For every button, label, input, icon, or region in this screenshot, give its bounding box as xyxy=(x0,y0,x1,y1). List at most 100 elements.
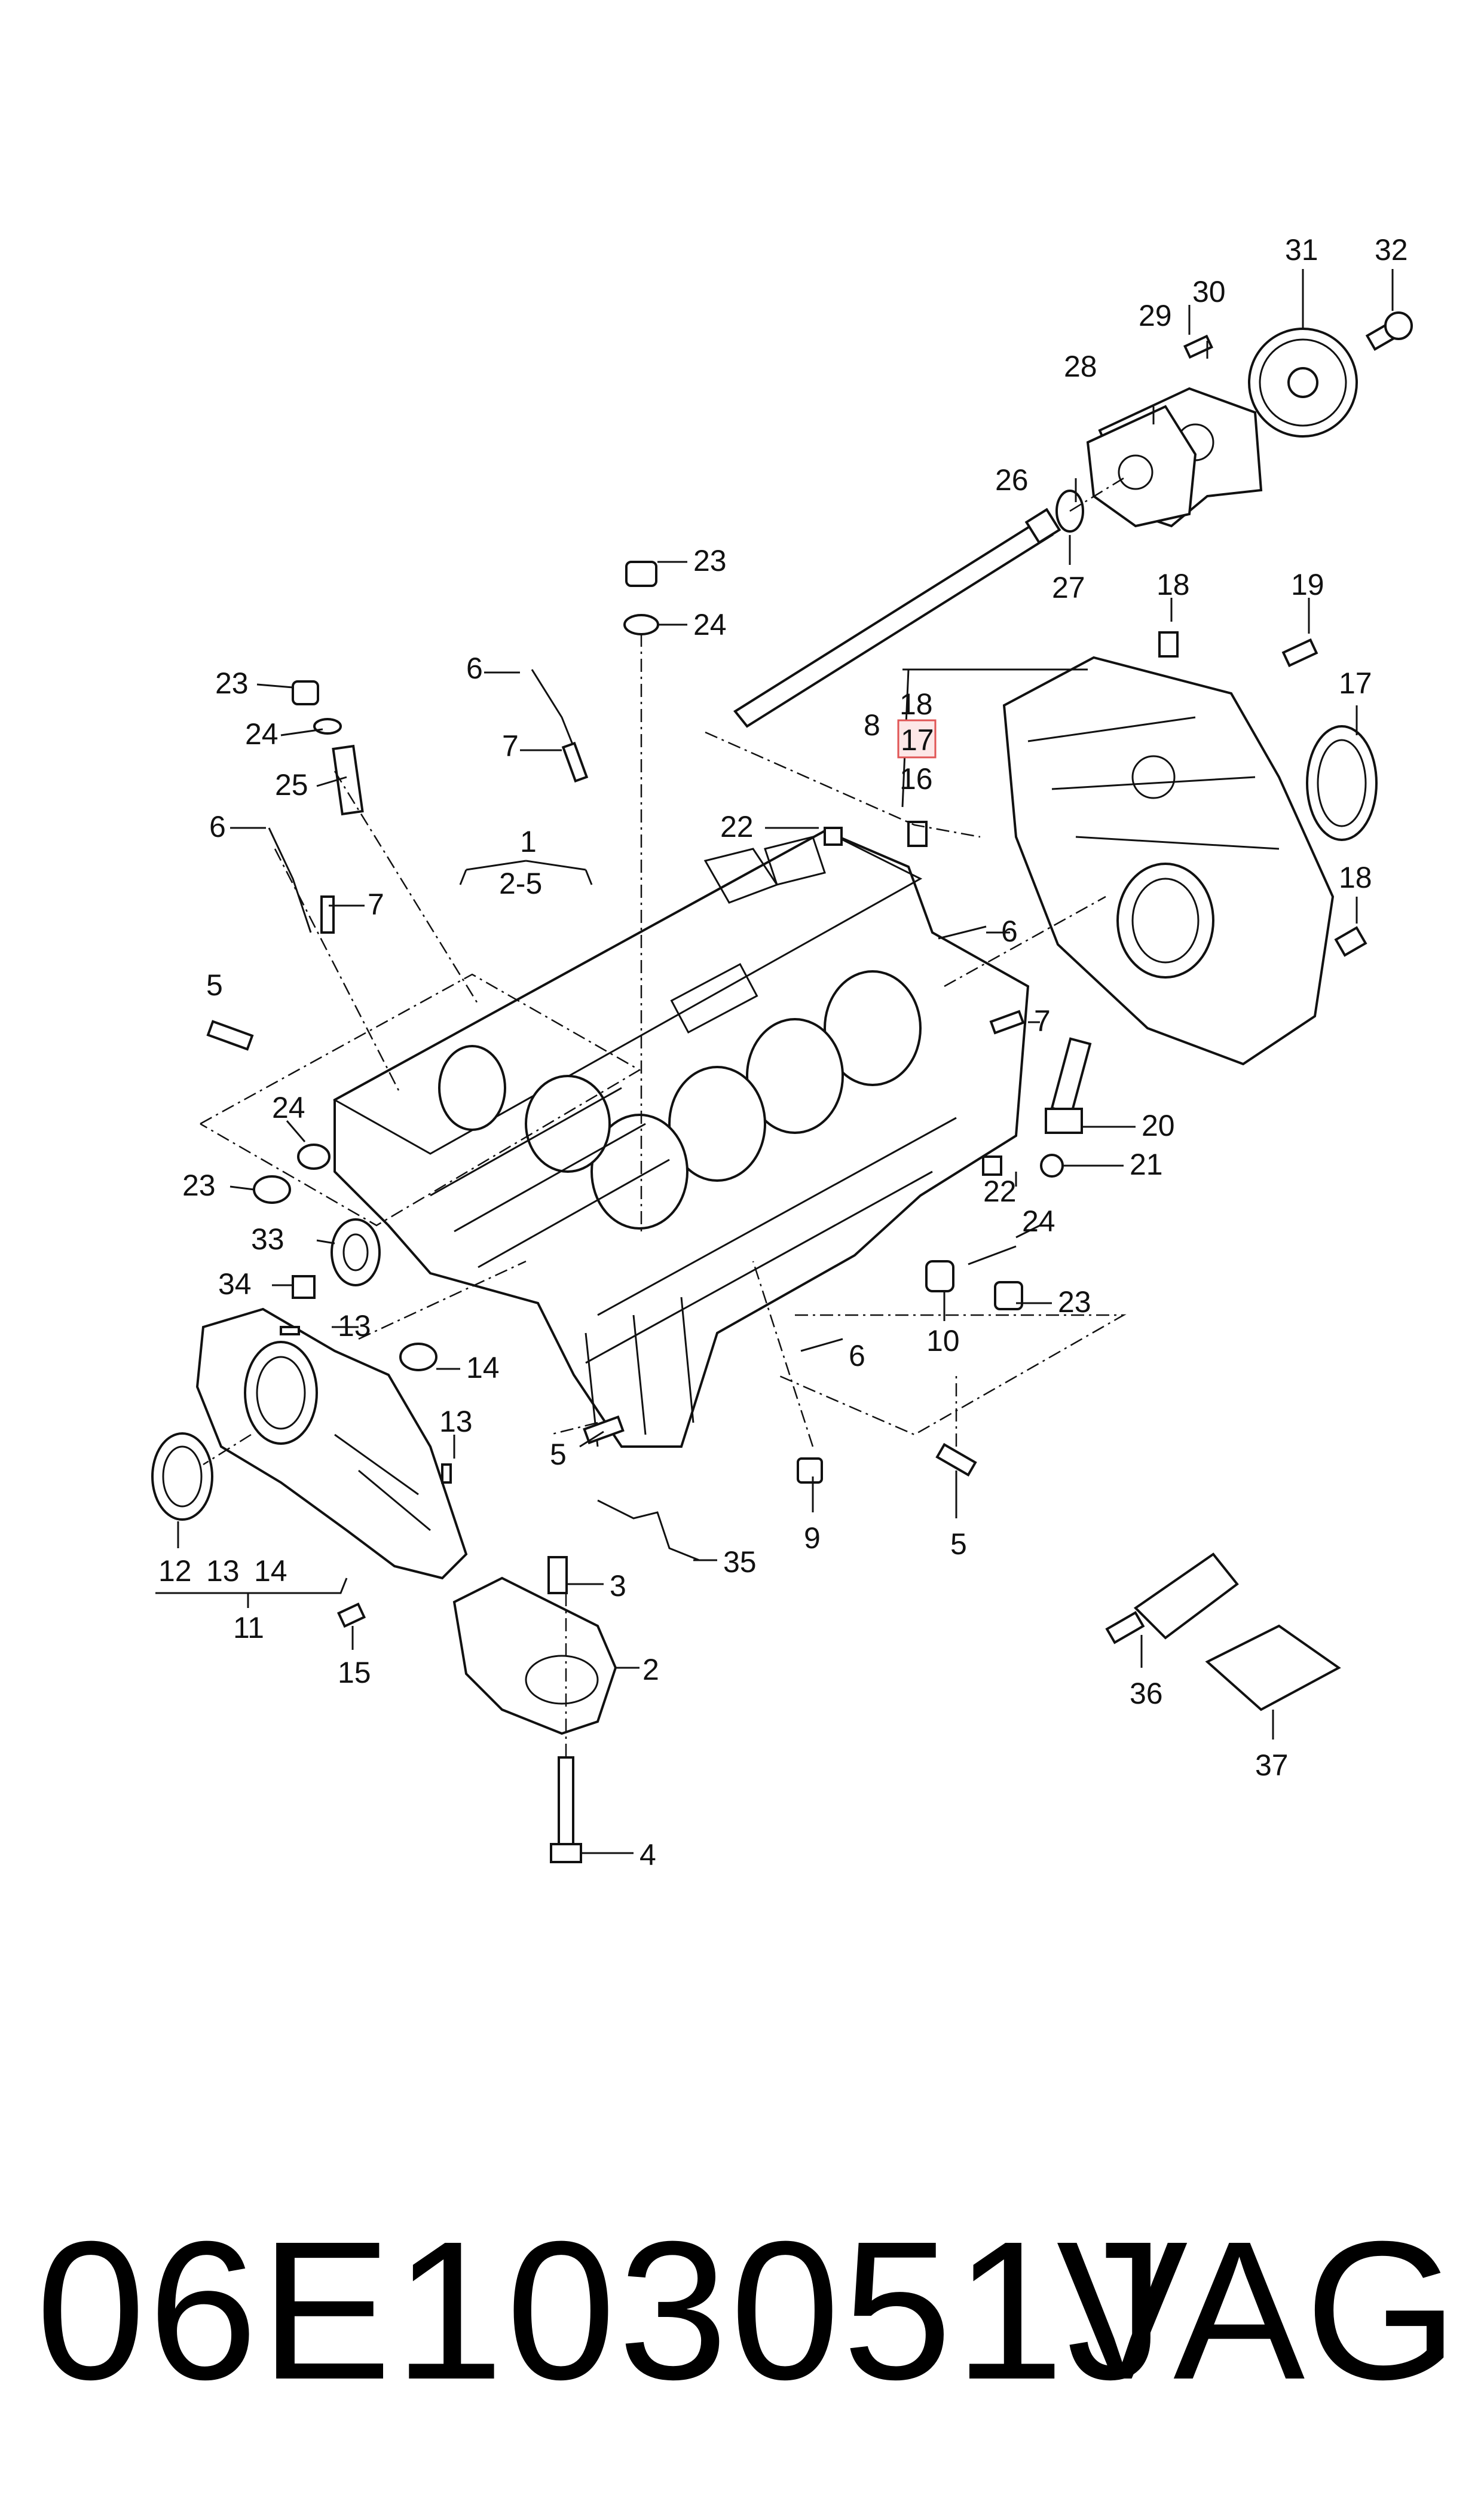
callout-9: 9 xyxy=(804,1521,821,1555)
callout-3: 3 xyxy=(610,1569,626,1603)
callout-23a: 23 xyxy=(693,544,727,577)
footer: 06E103051J VAG xyxy=(36,2212,1458,2463)
dowel-pin-7a xyxy=(561,741,589,783)
callout-23c: 23 xyxy=(1058,1285,1091,1319)
callout-20: 20 xyxy=(1142,1109,1175,1142)
callout-33: 33 xyxy=(251,1222,284,1256)
callout-34: 34 xyxy=(218,1267,252,1301)
callout-16: 16 xyxy=(899,762,933,796)
callout-23b: 23 xyxy=(215,667,249,700)
callout-24c: 24 xyxy=(1022,1205,1055,1238)
leader-lines xyxy=(155,269,1394,1854)
bracket-35 xyxy=(597,1499,700,1561)
callout-18b: 18 xyxy=(1156,568,1190,601)
dowel-pin-7b xyxy=(320,895,335,934)
callout-11: 11 xyxy=(233,1611,264,1644)
ring-24-right xyxy=(968,1245,1017,1265)
plug-top xyxy=(625,561,657,587)
bolt-22b xyxy=(982,1155,1002,1176)
oil-spray-jet-6a xyxy=(531,669,575,748)
bearing-cap xyxy=(452,1576,617,1735)
callout-1: 1 xyxy=(520,825,537,858)
main-bearing-bolt xyxy=(550,1756,582,1863)
callout-13a: 13 xyxy=(338,1309,371,1343)
bolt-5a xyxy=(206,1020,254,1051)
cleaning-pad xyxy=(1205,1624,1341,1711)
small-bolt-30 xyxy=(1183,334,1214,359)
gear-bolt xyxy=(1365,311,1413,351)
front-seal-12 xyxy=(151,1432,213,1521)
callout-7c: 7 xyxy=(1034,1004,1051,1038)
o-ring-14 xyxy=(399,1343,437,1371)
oil-spray-jet-6c xyxy=(938,925,987,940)
callout-25: 25 xyxy=(275,768,308,802)
callout-26: 26 xyxy=(995,463,1029,497)
callout-7a: 7 xyxy=(502,729,519,763)
callout-6b: 6 xyxy=(209,810,226,843)
assembly-lines xyxy=(200,477,1127,1757)
callout-24d: 24 xyxy=(272,1091,305,1124)
callout-14a: 14 xyxy=(466,1351,500,1384)
sealing-ring-top xyxy=(623,614,659,635)
callout-35: 35 xyxy=(723,1545,757,1579)
callout-23d: 23 xyxy=(182,1169,216,1202)
bolt-18a xyxy=(1158,631,1179,658)
callout-29: 29 xyxy=(1139,299,1172,332)
callout-6d: 6 xyxy=(849,1339,865,1372)
oil-spray-jet-6d xyxy=(800,1338,843,1352)
bolt-19 xyxy=(1281,638,1318,668)
plug-23-right xyxy=(994,1281,1023,1310)
crankshaft-seal-rear xyxy=(1306,725,1378,841)
bolt-9 xyxy=(797,1457,823,1484)
callout-21: 21 xyxy=(1130,1148,1163,1181)
bolt-18b xyxy=(1334,926,1367,957)
plug-23-left xyxy=(253,1175,291,1204)
callout-10: 10 xyxy=(926,1324,960,1358)
callout-2: 2 xyxy=(642,1653,659,1686)
callout-7b: 7 xyxy=(368,888,384,921)
engine-block xyxy=(332,829,1030,1448)
plug-10 xyxy=(925,1260,954,1292)
bolt-21 xyxy=(1040,1154,1064,1178)
callout-5b: 5 xyxy=(550,1438,567,1471)
oil-pump-gear xyxy=(331,1218,381,1286)
balance-shaft xyxy=(733,508,1061,728)
callout-37: 37 xyxy=(1255,1748,1289,1782)
callout-36: 36 xyxy=(1130,1677,1163,1710)
front-cover xyxy=(195,1307,468,1580)
dowel-pin-7c xyxy=(989,1010,1025,1035)
callout-22a: 22 xyxy=(720,810,754,843)
callout-5c: 5 xyxy=(950,1527,967,1561)
callout-30: 30 xyxy=(1192,275,1226,308)
bolt-15 xyxy=(336,1602,366,1628)
callout-18c: 18 xyxy=(1339,861,1372,894)
sealant-tube xyxy=(1105,1552,1239,1644)
plug-left-upper xyxy=(292,680,319,705)
callout-18a: 18 xyxy=(899,687,933,721)
bolt-5c xyxy=(935,1442,977,1477)
sensor-20 xyxy=(1045,1037,1092,1134)
bolt-34 xyxy=(292,1275,316,1299)
callout-2to5: 2-5 xyxy=(499,867,542,900)
callout-labels: 23 24 23 24 25 6 7 6 7 1 2-5 22 8 18 17 … xyxy=(158,233,1408,1872)
callout-24a: 24 xyxy=(693,608,727,641)
callout-22b: 22 xyxy=(983,1175,1017,1208)
callout-14b: 14 xyxy=(254,1554,287,1588)
ring-left-upper xyxy=(313,718,342,735)
callout-24b: 24 xyxy=(245,717,279,751)
callout-32: 32 xyxy=(1375,233,1408,267)
callout-27: 27 xyxy=(1052,571,1085,604)
dowel-sleeve-3 xyxy=(547,1556,568,1594)
callout-6c: 6 xyxy=(1001,915,1018,948)
callout-31: 31 xyxy=(1285,233,1318,267)
callout-5a: 5 xyxy=(206,968,223,1002)
pin-13b xyxy=(441,1463,452,1484)
timing-cover-housing xyxy=(1002,656,1335,1066)
exploded-parts-diagram: 23 24 23 24 25 6 7 6 7 1 2-5 22 8 18 17 … xyxy=(151,233,1413,1872)
callout-4: 4 xyxy=(640,1838,656,1872)
pin-13a xyxy=(280,1326,300,1335)
oil-spray-jet-6b xyxy=(268,827,312,933)
callout-13b: 13 xyxy=(439,1405,473,1438)
callout-15: 15 xyxy=(338,1656,371,1689)
brand-name: VAG xyxy=(1056,2200,1458,2420)
